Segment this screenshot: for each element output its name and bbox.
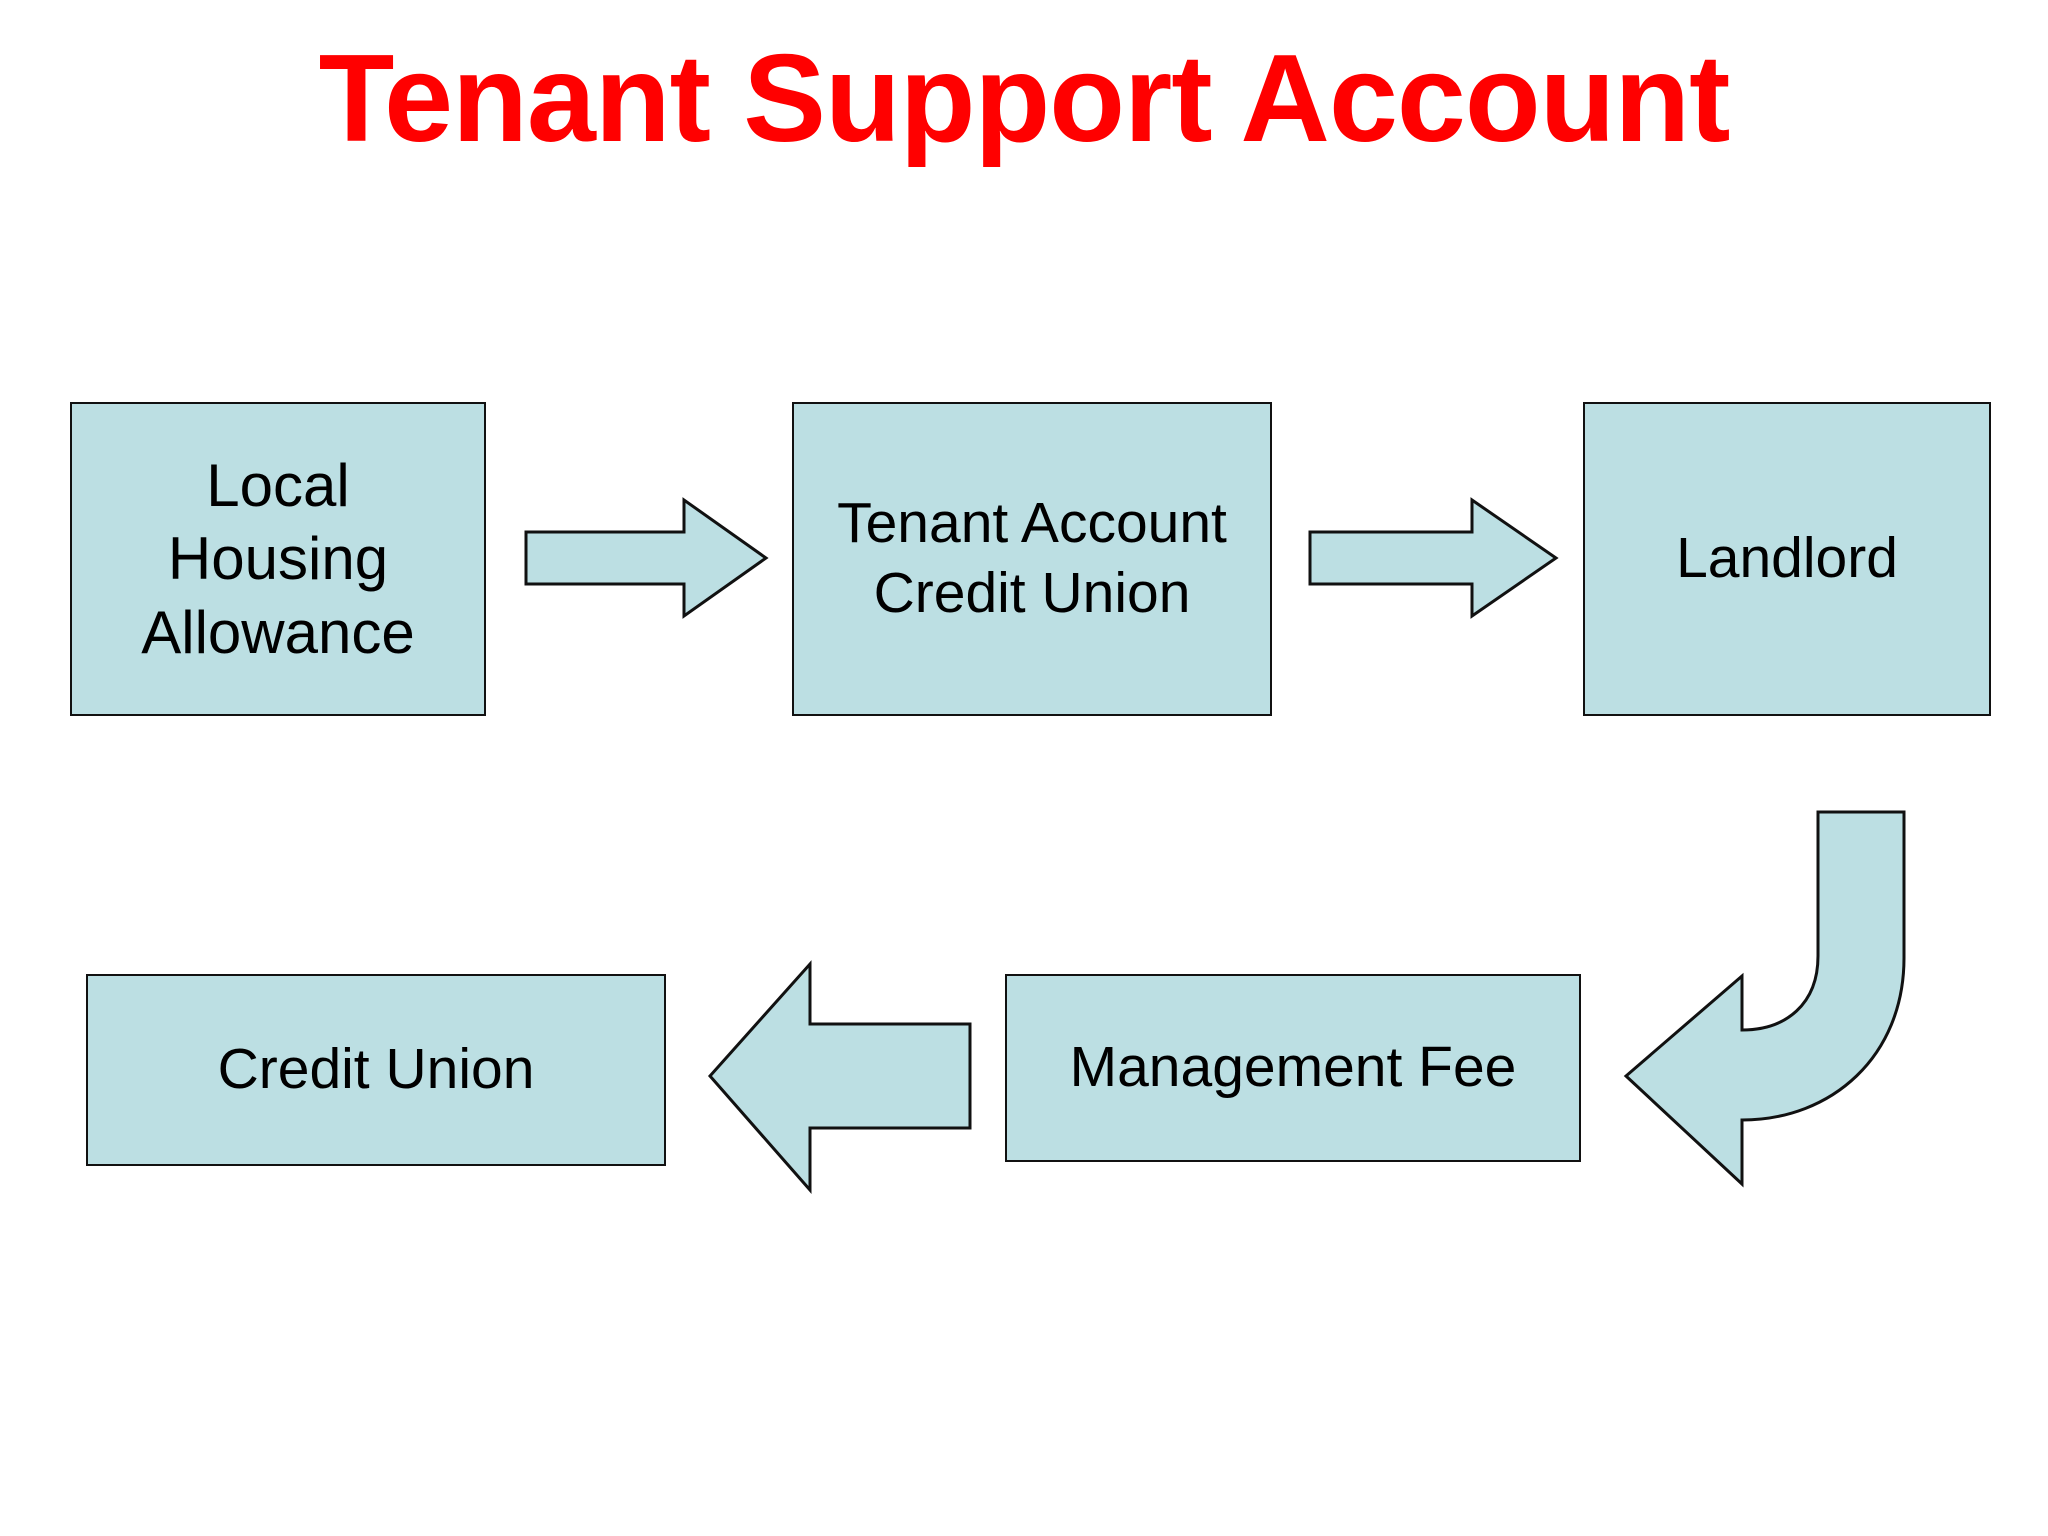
flow-node-management-fee[interactable]: Management Fee <box>1005 974 1581 1162</box>
flow-node-label: Credit Union <box>217 1037 535 1102</box>
flow-node-label: Landlord <box>1676 526 1898 591</box>
flow-node-landlord[interactable]: Landlord <box>1583 402 1991 716</box>
flow-node-credit-union[interactable]: Credit Union <box>86 974 666 1166</box>
arrow-bent-landlord-to-management-fee <box>1622 808 1952 1188</box>
arrow-left-management-fee-to-credit-union <box>707 960 972 1194</box>
flow-node-label: Local Housing Allowance <box>141 452 415 666</box>
arrow-right-lha-to-tenant-account <box>524 497 769 619</box>
flow-node-local-housing-allowance[interactable]: Local Housing Allowance <box>70 402 486 716</box>
flow-node-label: Tenant Account Credit Union <box>837 491 1227 625</box>
flow-node-tenant-account-credit-union[interactable]: Tenant Account Credit Union <box>792 402 1272 716</box>
arrow-right-tenant-account-to-landlord <box>1308 497 1559 619</box>
flow-node-label: Management Fee <box>1069 1035 1517 1100</box>
page-title: Tenant Support Account <box>318 30 1731 168</box>
